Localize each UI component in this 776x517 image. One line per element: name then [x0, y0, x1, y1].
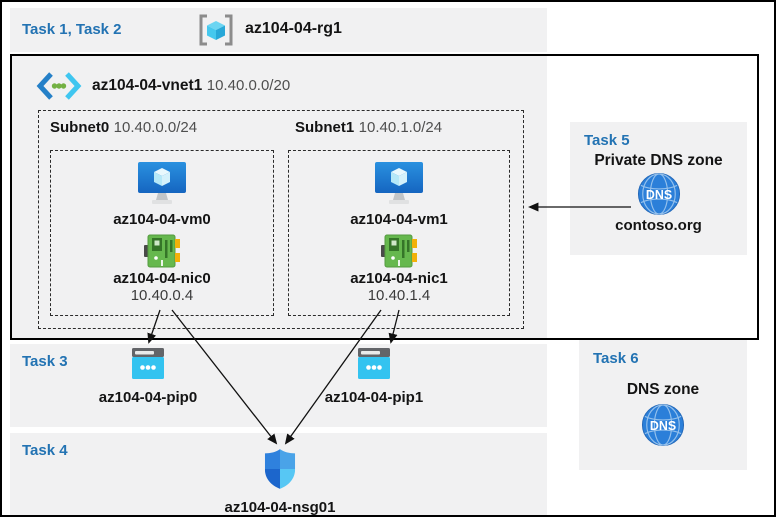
public-ip-icon [358, 348, 390, 384]
vnet-icon [36, 71, 82, 101]
dns-zone-icon: DNS [637, 172, 681, 216]
resource-group-icon [197, 13, 235, 47]
task1-2-band [10, 8, 547, 52]
subnet1-name: Subnet1 [295, 119, 355, 136]
dns-zone-icon: DNS [641, 403, 685, 447]
subnet1-cidr: 10.40.1.0/24 [358, 119, 443, 136]
task6-box: Task 6 DNS zone DNS [579, 340, 747, 470]
vnet-label-row: az104-04-vnet1 10.40.0.0/20 [92, 77, 290, 95]
task5-box: Task 5 Private DNS zone DNS contoso.org [570, 122, 747, 255]
nic1-ip: 10.40.1.4 [367, 287, 431, 304]
subnet0-label-row: Subnet0 10.40.0.0/24 [50, 119, 197, 137]
dns-icon-text: DNS [645, 188, 671, 202]
private-dns-zone-title: Private DNS zone [594, 152, 723, 169]
nic0-ip: 10.40.0.4 [130, 287, 194, 304]
nic0-name: az104-04-nic0 [113, 270, 211, 287]
public-ip-icon [132, 348, 164, 384]
subnet0-cidr: 10.40.0.0/24 [113, 119, 198, 136]
task3-label: Task 3 [22, 353, 68, 370]
subnet1-box: az104-04-vm1 az104-04-nic1 10.40.1.4 [288, 150, 510, 316]
pip0-group: az104-04-pip0 [88, 348, 208, 406]
task1-2-label: Task 1, Task 2 [22, 21, 122, 38]
nic1-name: az104-04-nic1 [350, 270, 448, 287]
subnet0-box: az104-04-vm0 az104-04-nic0 10.40.0.4 [50, 150, 274, 316]
nsg-name: az104-04-nsg01 [224, 499, 336, 516]
network-interface-icon [144, 234, 180, 268]
vm0-name: az104-04-vm0 [113, 211, 211, 228]
vnet-cidr: 10.40.0.0/20 [206, 77, 291, 94]
virtual-machine-icon [374, 161, 424, 207]
task3-band [10, 344, 547, 427]
vm1-name: az104-04-vm1 [350, 211, 448, 228]
nsg-group: az104-04-nsg01 [210, 447, 350, 516]
task6-label: Task 6 [593, 350, 639, 367]
network-interface-icon [381, 234, 417, 268]
pip1-group: az104-04-pip1 [314, 348, 434, 406]
resource-group-name: az104-04-rg1 [245, 20, 342, 37]
contoso-zone-name: contoso.org [615, 217, 702, 234]
dns-icon-text: DNS [650, 419, 676, 433]
nsg-shield-icon [263, 447, 297, 496]
subnet0-name: Subnet0 [50, 119, 110, 136]
virtual-machine-icon [137, 161, 187, 207]
pip1-name: az104-04-pip1 [324, 389, 424, 406]
vnet-box [10, 54, 759, 340]
task4-label: Task 4 [22, 442, 68, 459]
dns-zone-title: DNS zone [626, 381, 700, 398]
pip0-name: az104-04-pip0 [98, 389, 198, 406]
vnet-gray-background [12, 56, 547, 338]
task5-label: Task 5 [584, 132, 630, 149]
subnets-container [38, 110, 524, 329]
subnet1-label-row: Subnet1 10.40.1.0/24 [295, 119, 442, 137]
vnet-name: az104-04-vnet1 [92, 77, 203, 94]
